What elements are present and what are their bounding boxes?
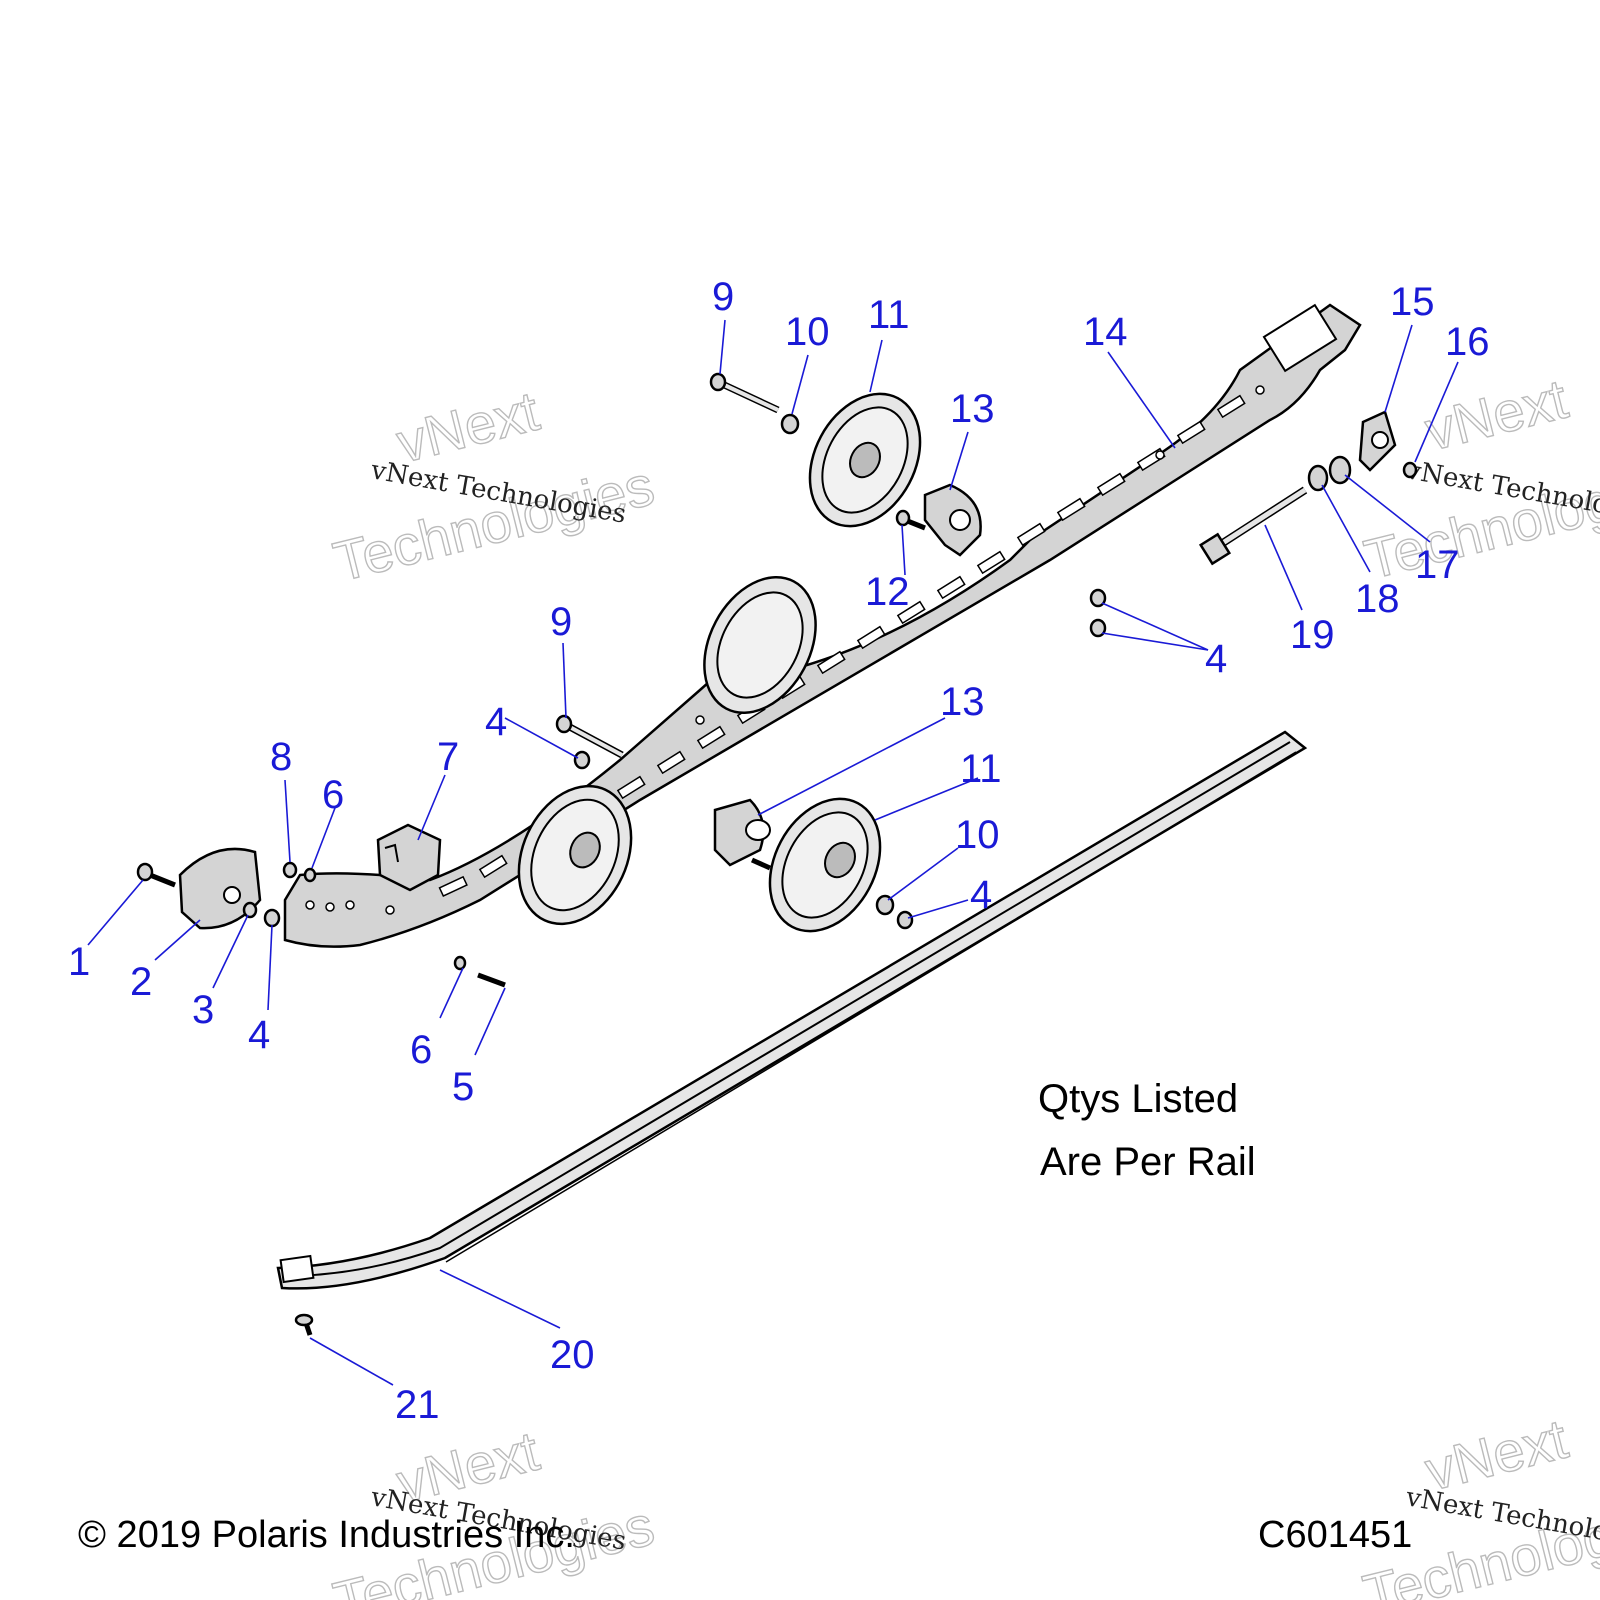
callout-10: 10 — [955, 813, 1000, 857]
idler-wheel-part — [517, 784, 633, 926]
wheel-bracket-part — [923, 483, 982, 557]
wheel-bracket-part — [713, 798, 771, 867]
callout-11: 11 — [868, 293, 910, 337]
callout-21: 21 — [395, 1383, 440, 1427]
callout-9: 9 — [550, 600, 572, 644]
callout-1: 1 — [68, 940, 90, 984]
callout-3: 3 — [192, 988, 214, 1032]
slide-rail-part — [276, 730, 1308, 1290]
note-line-2: Are Per Rail — [1040, 1140, 1256, 1184]
callout-19: 19 — [1290, 613, 1335, 657]
callout-17: 17 — [1415, 543, 1460, 587]
callout-5: 5 — [452, 1065, 474, 1109]
callout-13: 13 — [950, 387, 995, 431]
callout-10: 10 — [785, 310, 830, 354]
callout-7: 7 — [437, 735, 459, 779]
watermark-brand: vNext — [391, 379, 546, 475]
callout-4: 4 — [485, 700, 507, 744]
callout-4: 4 — [970, 873, 992, 917]
callout-13: 13 — [940, 680, 985, 724]
idler-wheel-part — [768, 797, 882, 933]
callout-16: 16 — [1445, 320, 1490, 364]
leader-lines — [87, 319, 1459, 1386]
spacer-part — [1307, 455, 1352, 492]
callout-8: 8 — [270, 735, 292, 779]
callout-9: 9 — [712, 275, 734, 319]
callout-15: 15 — [1390, 280, 1435, 324]
callout-11: 11 — [960, 747, 1002, 791]
bolt-part — [709, 372, 800, 435]
watermark-brand: vNext — [1419, 367, 1574, 463]
quantity-note: Qtys Listed Are Per Rail — [1038, 1077, 1256, 1184]
idler-wheel-part — [703, 575, 817, 715]
watermark-bottom-left: vNext Technologies — [327, 1418, 661, 1600]
long-bolt-part — [1198, 486, 1308, 566]
copyright-text: © 2019 Polaris Industries Inc. — [78, 1514, 575, 1556]
callout-labels: 1 2 3 4 4 4 4 4 5 6 6 7 8 9 9 10 10 11 1… — [68, 275, 1490, 1427]
rear-bracket-part — [1358, 410, 1397, 472]
callout-12: 12 — [865, 570, 910, 614]
callout-18: 18 — [1355, 577, 1400, 621]
figure-code: C601451 — [1258, 1514, 1412, 1556]
callout-4: 4 — [248, 1013, 270, 1057]
callout-14: 14 — [1083, 310, 1128, 354]
callout-4: 4 — [1205, 637, 1227, 681]
callout-20: 20 — [550, 1333, 595, 1377]
callout-6: 6 — [410, 1028, 432, 1072]
bolt-part — [555, 714, 624, 759]
idler-wheel-part — [808, 392, 922, 528]
note-line-1: Qtys Listed — [1038, 1077, 1238, 1121]
end-cap-part — [178, 847, 262, 930]
callout-6: 6 — [322, 773, 344, 817]
small-hardware-part — [136, 461, 1418, 1336]
stop-block-part — [376, 823, 442, 892]
callout-2: 2 — [130, 960, 152, 1004]
